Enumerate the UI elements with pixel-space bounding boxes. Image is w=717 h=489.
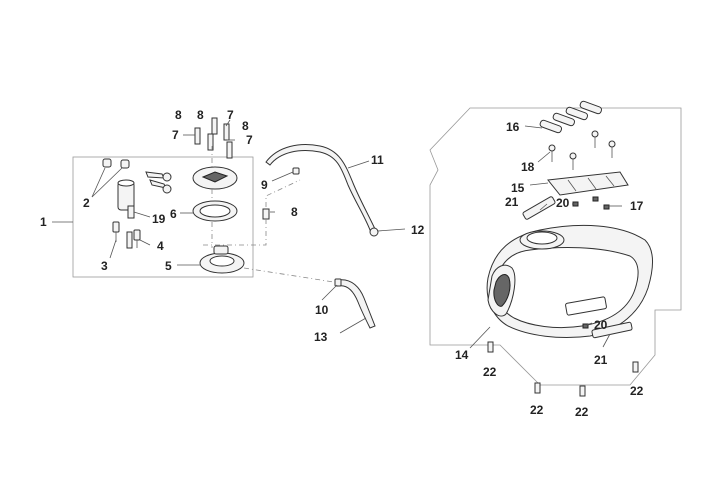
fuel-cap-part <box>192 166 238 190</box>
fuel-tank-part <box>486 224 653 338</box>
side-panel-lower-part <box>591 321 633 339</box>
callout-3: 3 <box>101 259 108 273</box>
lock-cylinder-part <box>117 179 135 219</box>
rubber-pads-part <box>539 100 603 134</box>
rack-plate-part <box>547 171 629 196</box>
callout-22a: 22 <box>483 365 497 379</box>
callout-20b: 20 <box>594 318 608 332</box>
hose-clip-10-part <box>334 278 342 287</box>
side-panel-upper-part <box>522 196 556 220</box>
callout-21b: 21 <box>594 353 608 367</box>
callout-9: 9 <box>261 178 268 192</box>
callout-7a: 7 <box>227 108 234 122</box>
gasket-ring-part <box>192 200 238 222</box>
screw-3-part <box>112 221 120 242</box>
callout-22c: 22 <box>575 405 589 419</box>
alignment-line-screw <box>265 179 301 207</box>
callout-22d: 22 <box>630 384 644 398</box>
callout-20a: 20 <box>556 196 570 210</box>
keys-part <box>145 171 172 194</box>
nuts-part <box>572 196 610 329</box>
alignment-line-breather <box>243 267 341 284</box>
callout-4: 4 <box>157 239 164 253</box>
callout-10: 10 <box>315 303 329 317</box>
callout-15: 15 <box>511 181 525 195</box>
cap-bolts-part <box>194 117 233 159</box>
callout-11: 11 <box>371 153 384 167</box>
callout-13: 13 <box>314 330 328 344</box>
callout-7c: 7 <box>246 133 253 147</box>
callout-14: 14 <box>455 348 469 362</box>
hose-clip-9-part <box>292 167 300 175</box>
screw-4-part <box>133 229 141 248</box>
callout-8c: 8 <box>242 119 249 133</box>
leader-lines <box>52 119 622 349</box>
callout-2: 2 <box>83 196 90 210</box>
breather-hose-11-part <box>265 144 376 231</box>
screw-19-part <box>126 231 133 249</box>
drain-hose-13-part <box>337 279 376 329</box>
callout-18: 18 <box>521 160 535 174</box>
callout-8a: 8 <box>175 108 182 122</box>
hose-clip-12-part <box>369 227 379 237</box>
callout-8d: 8 <box>291 205 298 219</box>
callout-16: 16 <box>506 120 520 134</box>
callout-8b: 8 <box>197 108 204 122</box>
callout-17: 17 <box>630 199 644 213</box>
callout-1: 1 <box>40 215 47 229</box>
filler-cap-group-box <box>72 156 254 278</box>
screw-8-part <box>262 208 270 220</box>
filler-flange-part <box>199 245 245 274</box>
rack-screws-part <box>548 130 616 170</box>
callout-22b: 22 <box>530 403 544 417</box>
alignment-line-center <box>200 219 267 246</box>
bushings-part <box>102 158 130 169</box>
callout-19: 19 <box>152 212 166 226</box>
callout-7b: 7 <box>172 128 179 142</box>
callout-5: 5 <box>165 259 172 273</box>
callout-12: 12 <box>411 223 425 237</box>
bottom-bolts-part <box>487 341 639 397</box>
callout-21a: 21 <box>505 195 519 209</box>
callout-6: 6 <box>170 207 177 221</box>
callout-labels: 1 2 3 4 5 6 19 8 8 7 7 8 7 8 9 11 12 10 … <box>40 108 644 419</box>
